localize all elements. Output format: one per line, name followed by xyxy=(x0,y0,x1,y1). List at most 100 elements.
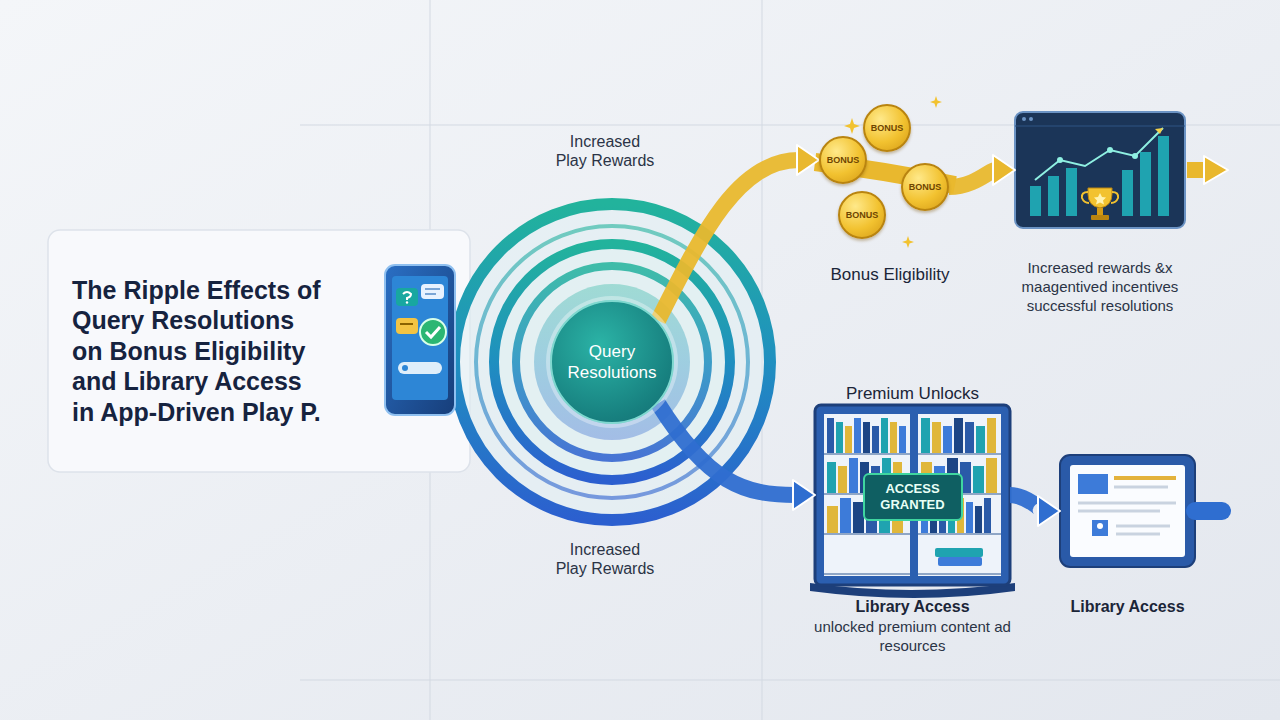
art-part xyxy=(1015,112,1185,228)
art-part xyxy=(300,680,1280,681)
library-book xyxy=(810,405,1015,598)
book-spine xyxy=(845,426,852,453)
book-spine xyxy=(838,466,847,493)
book-spine xyxy=(973,466,984,493)
illustrated-node: Increased rewards &x maagentived incenti… xyxy=(1000,112,1200,315)
chart-panel xyxy=(1015,112,1185,228)
art-part xyxy=(1078,474,1108,494)
art-part xyxy=(425,293,436,295)
art-part xyxy=(1140,152,1151,216)
note-label: Increased Play Rewards xyxy=(554,540,656,578)
book-spine xyxy=(954,418,963,453)
book-spine xyxy=(827,462,836,493)
node-text: Query Resolutions xyxy=(558,341,666,383)
flow-connector xyxy=(658,404,815,511)
art-part xyxy=(824,533,910,535)
node-text: Library Access xyxy=(805,597,1020,617)
book-spine xyxy=(840,498,851,533)
tablet xyxy=(1060,455,1195,567)
art-part xyxy=(824,573,910,575)
flow-band xyxy=(949,170,995,187)
book-spine xyxy=(966,502,973,533)
book-spine xyxy=(899,426,906,453)
art-part xyxy=(1078,510,1160,513)
art-part xyxy=(421,284,444,299)
node-text: Premium Unlocks xyxy=(846,382,979,405)
book-spine xyxy=(921,418,930,453)
blue-band-end xyxy=(1195,502,1222,520)
art-part xyxy=(1158,136,1169,216)
book-spine xyxy=(932,422,941,453)
art-part xyxy=(815,405,1010,585)
art-part xyxy=(930,96,942,108)
flow-band xyxy=(1010,495,1041,511)
book-spine xyxy=(986,458,997,493)
bonus-coin: BONUS xyxy=(819,136,867,184)
flow-band xyxy=(658,160,799,321)
flow-band xyxy=(658,404,795,496)
art-part xyxy=(420,319,446,345)
art-part xyxy=(902,236,914,248)
art-part xyxy=(1048,176,1059,216)
book-spines xyxy=(827,418,997,533)
art-part xyxy=(935,548,983,557)
book-spine xyxy=(827,418,834,453)
art-part xyxy=(403,292,411,300)
art-part xyxy=(824,454,1001,574)
art-part xyxy=(406,301,408,303)
book-spine xyxy=(890,422,897,453)
art-part xyxy=(1091,215,1109,220)
diagram-title: The Ripple Effects of Query Resolutions … xyxy=(72,275,330,428)
note-label: Bonus Eligibility xyxy=(790,265,990,285)
bonus-coin: BONUS xyxy=(863,104,911,152)
book-spine xyxy=(976,426,985,453)
art-part xyxy=(1132,153,1138,159)
arrow-head xyxy=(993,155,1015,185)
node-text: BONUS xyxy=(827,155,860,165)
art-part xyxy=(1088,188,1112,208)
art-part xyxy=(844,118,860,134)
title-box: The Ripple Effects of Query Resolutions … xyxy=(72,230,330,472)
node-text: Increased rewards &x maagentived incenti… xyxy=(1005,258,1195,315)
arrow-head xyxy=(797,145,819,175)
flow-connector xyxy=(949,155,1015,187)
art-part xyxy=(1116,533,1160,536)
art-part xyxy=(938,557,982,566)
art-part xyxy=(1022,117,1026,121)
art-part xyxy=(918,573,1001,575)
book-spine xyxy=(987,418,996,453)
book-spine xyxy=(975,506,982,533)
node-outline xyxy=(1015,112,1185,228)
bonus-coin: BONUS xyxy=(838,191,886,239)
status-badge: ACCESS GRANTED xyxy=(863,473,963,521)
art-part xyxy=(402,365,408,371)
art-part xyxy=(400,323,413,325)
arrow-head xyxy=(793,480,815,510)
art-part xyxy=(396,288,418,306)
note-label: Increased Play Rewards xyxy=(554,132,656,170)
art-part xyxy=(1035,128,1163,180)
art-part xyxy=(1116,525,1170,528)
book-spine xyxy=(881,418,888,453)
art-part xyxy=(385,265,455,415)
art-part xyxy=(1060,455,1195,567)
art-part xyxy=(1092,520,1108,536)
art-part xyxy=(392,276,448,400)
art-part xyxy=(824,453,910,455)
art-part xyxy=(1097,523,1103,529)
node-text: unlocked premium content ad resources xyxy=(805,617,1020,655)
art-part xyxy=(1155,128,1163,134)
art-part xyxy=(1097,208,1103,215)
book-spine xyxy=(965,422,974,453)
node-text: ACCESS GRANTED xyxy=(873,481,953,513)
book-spine xyxy=(836,422,843,453)
arrow-head xyxy=(1038,496,1060,526)
node-text: BONUS xyxy=(909,182,942,192)
art-part xyxy=(1029,117,1033,121)
art-part xyxy=(1114,476,1176,480)
book-spine xyxy=(872,426,879,453)
art-part xyxy=(1030,186,1041,216)
node-text: BONUS xyxy=(871,123,904,133)
